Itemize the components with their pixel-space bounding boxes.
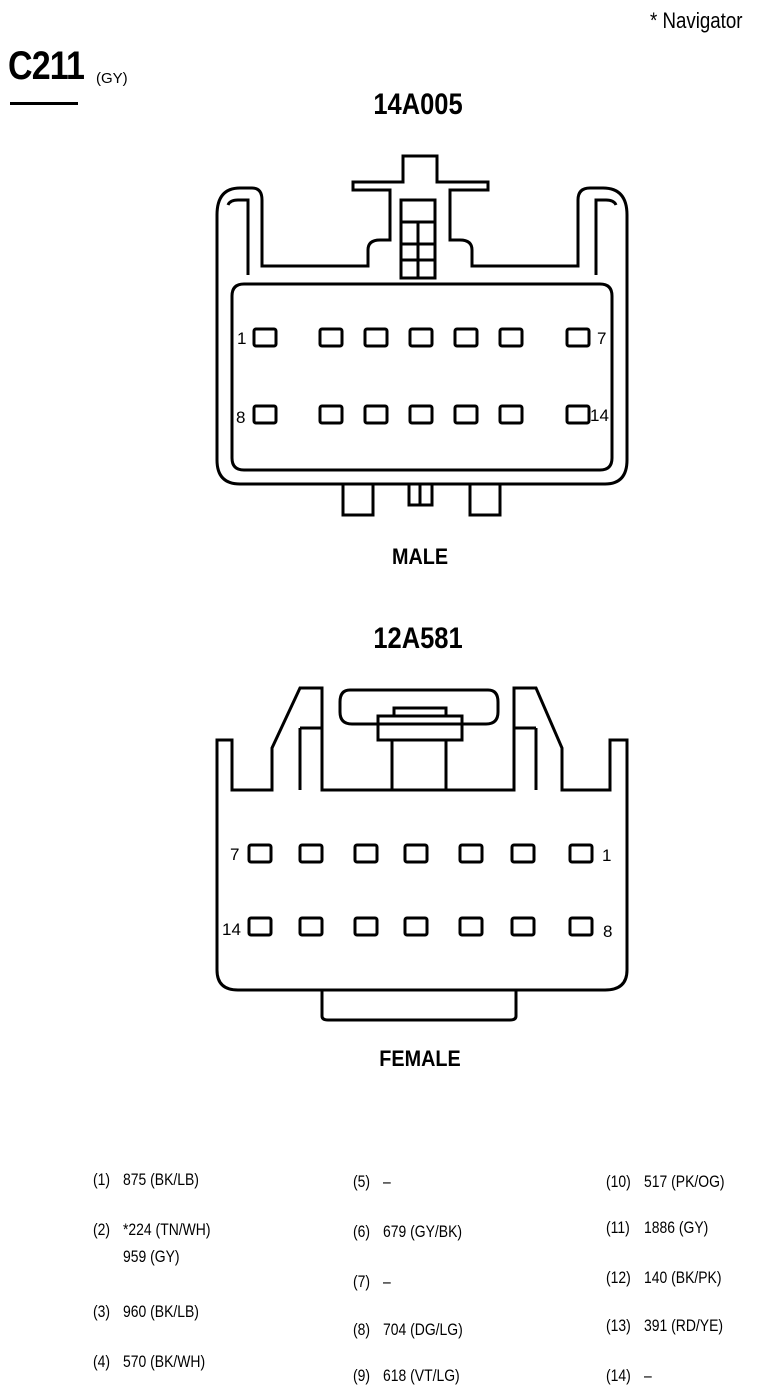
legend-pin-number: (2) xyxy=(93,1220,111,1239)
female-pin-cavity xyxy=(247,843,273,864)
male-pin-label-bottom-right: 14 xyxy=(590,406,609,425)
legend-pin-number: (11) xyxy=(606,1218,630,1237)
female-pin-cavity xyxy=(403,916,429,937)
female-pin-cavity xyxy=(458,916,484,937)
female-pin-label-bottom-left: 14 xyxy=(222,920,241,939)
male-pin-cavity xyxy=(363,327,389,348)
female-pin-cavity xyxy=(568,843,594,864)
legend-circuit: 570 (BK/WH) xyxy=(123,1352,206,1371)
vehicle-note: * Navigator xyxy=(650,8,743,33)
legend-pin-number: (3) xyxy=(93,1302,111,1321)
legend-circuit: 391 (RD/YE) xyxy=(644,1316,724,1335)
legend-circuit: 875 (BK/LB) xyxy=(123,1170,199,1189)
female-pin-cavity xyxy=(353,916,379,937)
female-pin-cavity xyxy=(510,843,536,864)
legend-pin-number: (4) xyxy=(93,1352,111,1371)
legend-pin-number: (8) xyxy=(353,1320,371,1339)
female-pin-cavity xyxy=(568,916,594,937)
male-label: MALE xyxy=(391,544,449,569)
legend-pin-number: (6) xyxy=(353,1222,371,1241)
female-pin-label-top-left: 7 xyxy=(230,845,240,864)
legend-circuit: 140 (BK/PK) xyxy=(644,1268,722,1287)
male-pin-cavity xyxy=(565,404,591,425)
female-pin-label-top-right: 1 xyxy=(602,846,612,865)
female-pin-cavity xyxy=(298,916,324,937)
legend-pin-number: (12) xyxy=(606,1268,631,1287)
male-pin-label-bottom-left: 8 xyxy=(236,408,246,427)
male-pin-cavity xyxy=(408,327,434,348)
legend-circuit: 618 (VT/LG) xyxy=(383,1366,460,1385)
male-pin-label-top-left: 1 xyxy=(237,329,247,348)
legend-pin-number: (7) xyxy=(353,1272,371,1291)
female-pin-cavity xyxy=(458,843,484,864)
male-pin-cavity xyxy=(453,327,479,348)
legend-circuit: – xyxy=(644,1366,652,1385)
female-pin-label-bottom-right: 8 xyxy=(603,922,613,941)
female-pin-cavity xyxy=(353,843,379,864)
legend-circuit: 679 (GY/BK) xyxy=(383,1222,463,1241)
legend-circuit: 704 (DG/LG) xyxy=(383,1320,463,1339)
legend-pin-number: (14) xyxy=(606,1366,631,1385)
legend-circuit: 1886 (GY) xyxy=(644,1218,709,1237)
male-pin-cavity xyxy=(565,327,591,348)
female-pin-cavity xyxy=(247,916,273,937)
legend-circuit: 517 (PK/OG) xyxy=(644,1172,725,1191)
female-part-number: 12A581 xyxy=(373,622,463,655)
male-pin-cavity xyxy=(252,404,278,425)
male-pin-cavity xyxy=(252,327,278,348)
male-connector-drawing xyxy=(215,154,629,517)
connector-id: C211 xyxy=(8,44,85,88)
legend-pin-number: (5) xyxy=(353,1172,371,1191)
female-pin-cavity xyxy=(403,843,429,864)
male-pin-cavity xyxy=(363,404,389,425)
female-connector-drawing xyxy=(215,686,629,1022)
male-part-number: 14A005 xyxy=(373,88,463,121)
male-pin-cavity xyxy=(498,404,524,425)
connector-color: (GY) xyxy=(96,70,128,87)
legend-circuit: – xyxy=(383,1172,391,1191)
male-pin-cavity xyxy=(498,327,524,348)
legend-pin-number: (13) xyxy=(606,1316,631,1335)
male-pin-cavity xyxy=(453,404,479,425)
male-pin-cavity xyxy=(318,327,344,348)
female-label: FEMALE xyxy=(379,1046,461,1071)
female-pin-cavity xyxy=(510,916,536,937)
legend-circuit: 959 (GY) xyxy=(123,1247,180,1266)
male-pin-cavity xyxy=(408,404,434,425)
male-pin-cavity xyxy=(318,404,344,425)
legend-circuit: 960 (BK/LB) xyxy=(123,1302,199,1321)
legend-circuit: – xyxy=(383,1272,391,1291)
male-pin-label-top-right: 7 xyxy=(597,329,607,348)
legend-pin-number: (9) xyxy=(353,1366,371,1385)
legend-pin-number: (1) xyxy=(93,1170,111,1189)
female-pin-cavity xyxy=(298,843,324,864)
connector-id-underline xyxy=(10,102,78,105)
legend-pin-number: (10) xyxy=(606,1172,631,1191)
legend-circuit: *224 (TN/WH) xyxy=(123,1220,211,1239)
